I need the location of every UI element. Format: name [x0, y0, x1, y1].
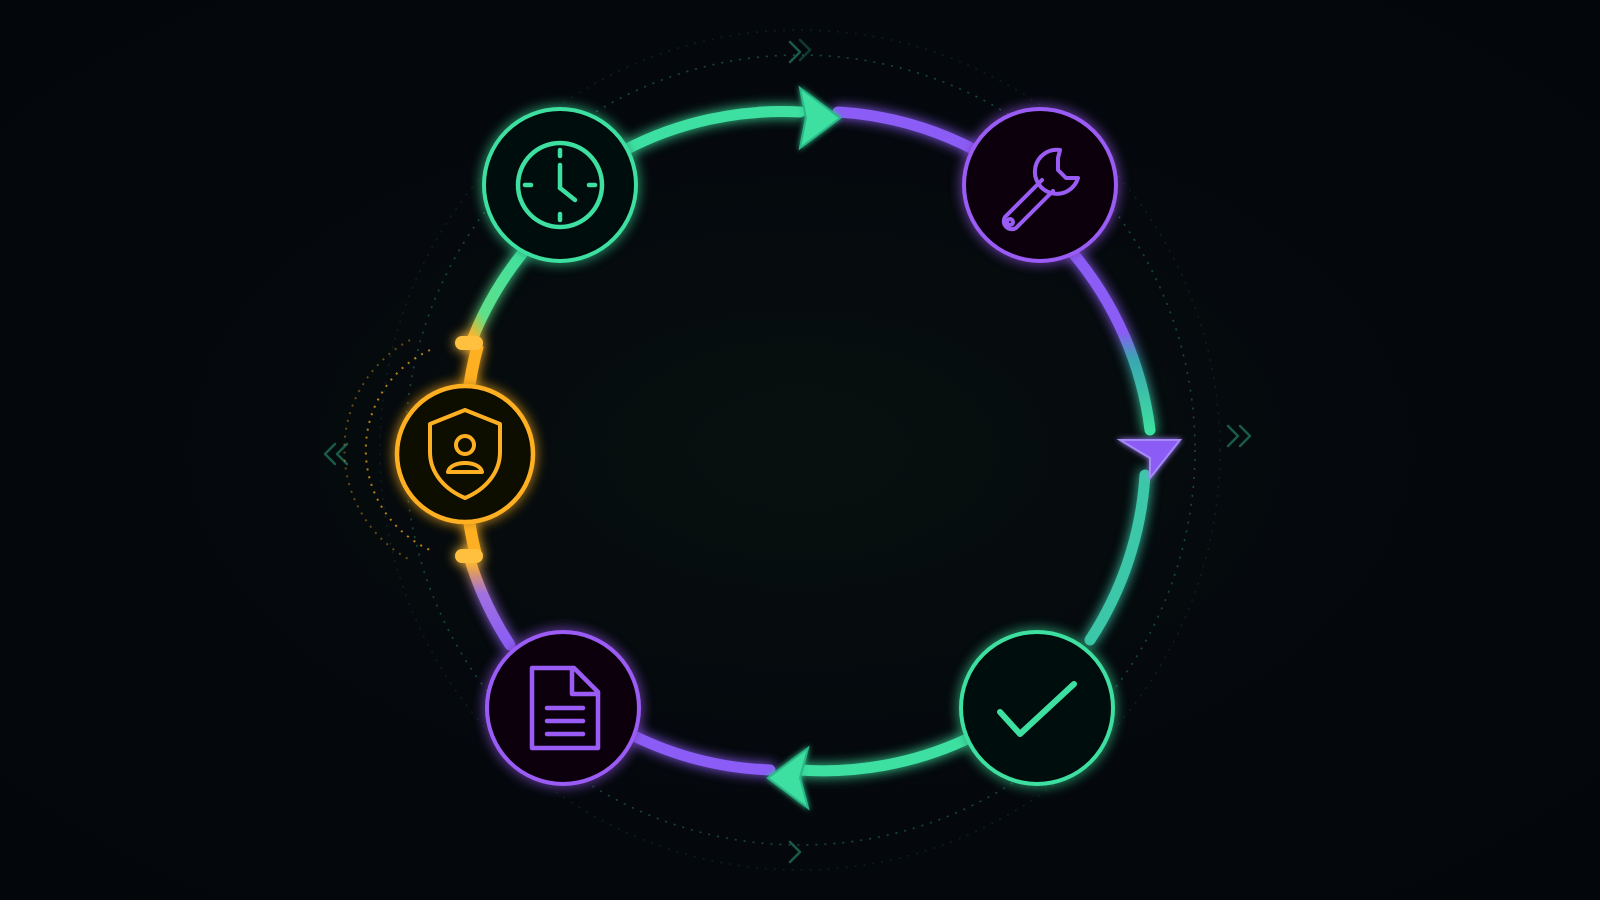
- flow-arrows: [766, 85, 1183, 811]
- clock-icon: [515, 140, 605, 230]
- checkmark-icon: [997, 681, 1077, 737]
- node-documentation[interactable]: [485, 630, 641, 786]
- cycle-ring: [464, 106, 1156, 777]
- ring-segment-check-to-doc: [794, 734, 971, 777]
- ring-segment-to-wrench: [832, 106, 981, 156]
- shield-user-icon: [428, 408, 502, 500]
- arrow-right: [1116, 439, 1183, 481]
- chevron-markers: [323, 38, 1252, 864]
- ring-segment-wrench-to-check: [1066, 246, 1156, 436]
- node-security[interactable]: [394, 383, 536, 525]
- ring-segment-to-doc: [626, 729, 776, 776]
- arrow-bottom: [766, 745, 810, 811]
- wrench-icon: [1001, 147, 1080, 232]
- node-maintenance[interactable]: [962, 107, 1118, 263]
- outer-orbit: [379, 29, 1221, 871]
- ring-segment-clock-to-wrench: [619, 106, 806, 156]
- ring-segment-doc-to-security: [464, 554, 516, 651]
- node-time[interactable]: [482, 107, 638, 263]
- arrow-top: [798, 85, 842, 151]
- ring-segment-right-to-check: [1084, 469, 1151, 646]
- node-approval[interactable]: [959, 630, 1115, 786]
- document-icon: [529, 665, 601, 751]
- ring-segment-security-to-clock: [466, 244, 531, 346]
